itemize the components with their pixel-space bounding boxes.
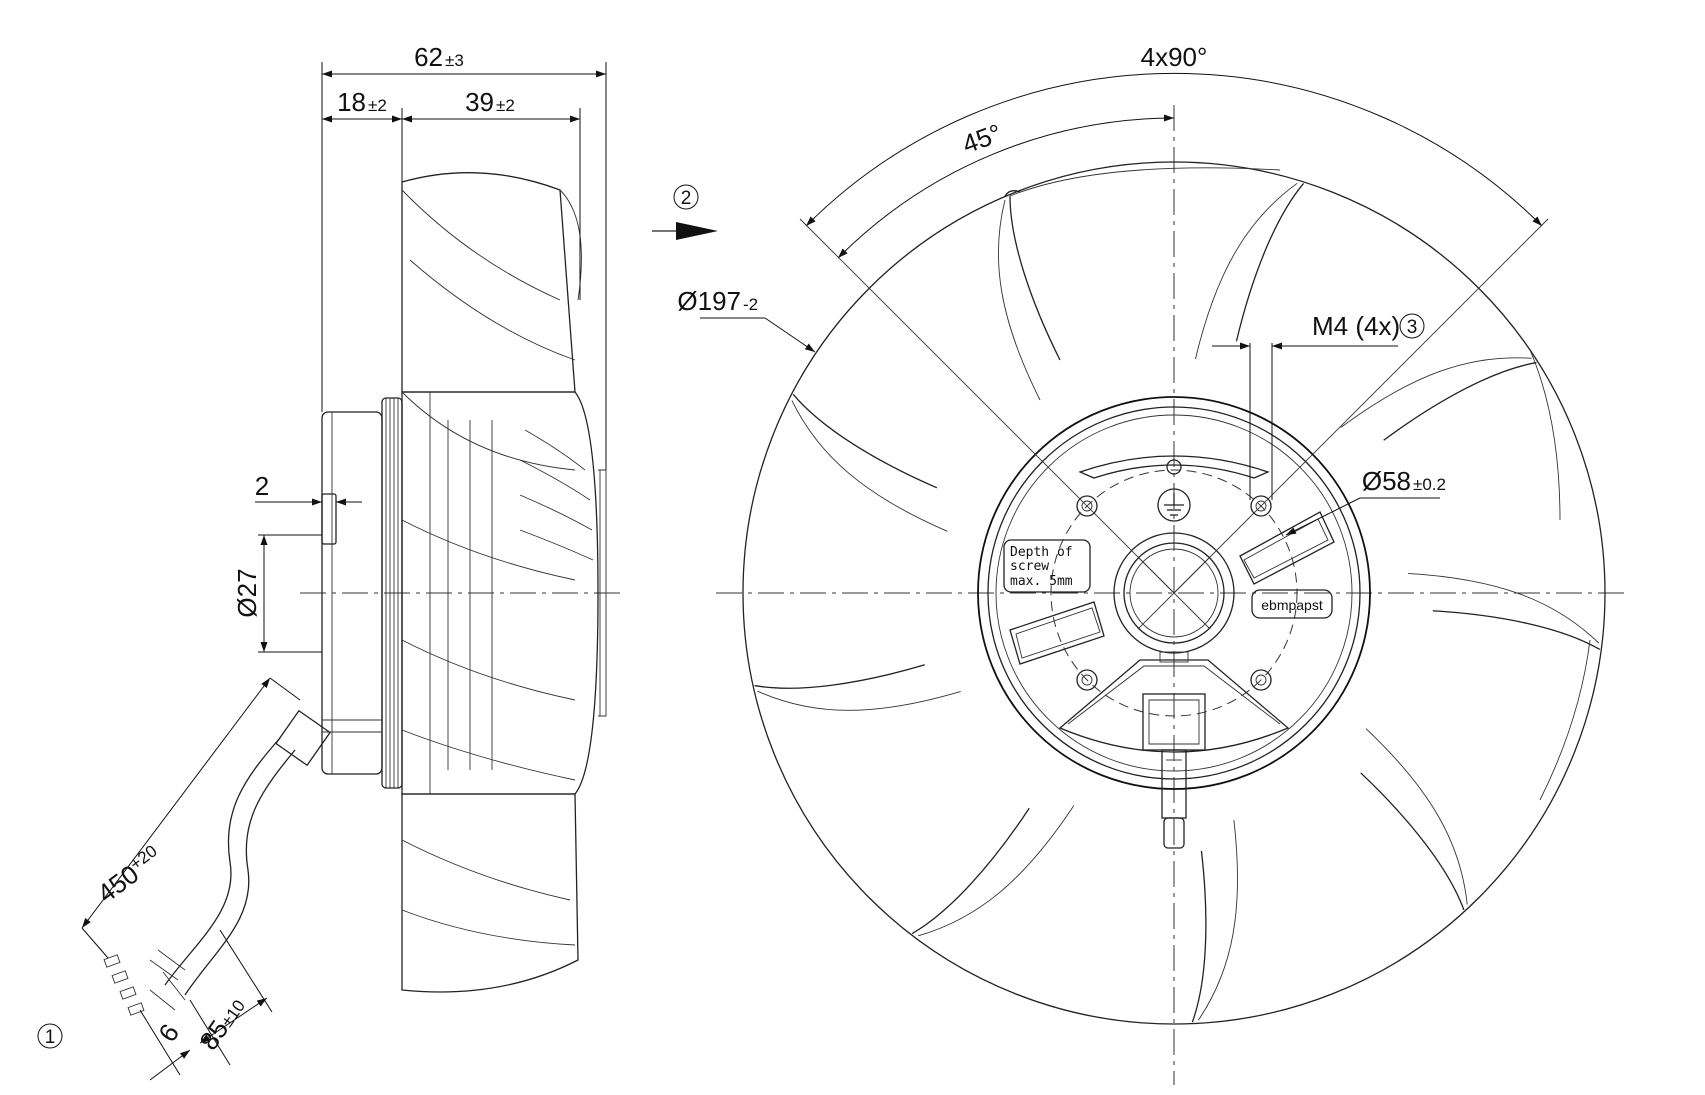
brand-logo: ebmpapst	[1251, 589, 1333, 619]
mounting-hole-bottom-left	[1076, 669, 1098, 691]
svg-text:62: 62	[414, 42, 443, 72]
dim-shaft-step: 2	[255, 471, 362, 506]
overall-width-value: 62	[414, 42, 443, 72]
hub-window-left	[1009, 601, 1105, 665]
mounting-hole-top-right	[1250, 495, 1272, 517]
thread-value: M4 (4x)	[1312, 311, 1400, 341]
strip-length-value: 6	[152, 1018, 185, 1047]
hub-bottom-recess	[1058, 659, 1290, 753]
hub-diameter-value: Ø27	[232, 568, 262, 617]
bolt-circle	[1050, 469, 1298, 717]
dim-strip-sheath: 6 85±10	[139, 929, 273, 1081]
shaft-step-value: 2	[255, 471, 269, 501]
ground-symbol-icon	[1157, 488, 1191, 522]
motor-hub-front: Depth of screw max. 5mm ebmpapst	[977, 396, 1371, 849]
angle-half-value: 45°	[958, 118, 1005, 160]
motor-hub	[321, 397, 403, 789]
blade-width-tol: ±2	[496, 96, 515, 115]
overall-width-tol: ±3	[445, 51, 464, 70]
note-line-3: max. 5mm	[1010, 574, 1073, 589]
svg-text:85±10: 85±10	[193, 991, 250, 1055]
hub-window-right	[1239, 511, 1335, 585]
cable-gland	[1142, 693, 1206, 849]
hub-width-value: 18	[337, 87, 366, 117]
brand-label: ebmpapst	[1261, 597, 1323, 613]
mounting-hole-bottom-right	[1250, 669, 1272, 691]
dim-hub-blade-width: 18 ±2 39 ±2	[322, 87, 581, 300]
fan-outline	[742, 161, 1606, 1025]
side-view: 62 ±3 18 ±2 39 ±2 2 Ø27	[37, 42, 620, 1081]
mounting-hole-top-left	[1076, 495, 1098, 517]
bolt-circle-tol: ±0.2	[1413, 475, 1446, 494]
svg-text:450+20: 450+20	[92, 841, 168, 908]
angle-total-value: 4x90°	[1141, 42, 1208, 72]
screw-depth-note: Depth of screw max. 5mm	[1003, 539, 1091, 593]
rotor-ring	[401, 391, 607, 795]
callout-2-label: 2	[681, 188, 692, 209]
front-view: Depth of screw max. 5mm ebmpapst 4x90° 4…	[677, 42, 1630, 1085]
airflow-arrow-icon	[676, 222, 718, 240]
bolt-circle-value: Ø58	[1362, 466, 1411, 496]
note-line-2: screw	[1010, 559, 1049, 574]
dim-cable-length: 450+20	[81, 677, 301, 959]
fan-blades	[754, 167, 1601, 1023]
fan-diameter-tol: -2	[743, 295, 758, 314]
note-line-1: Depth of	[1010, 545, 1073, 560]
blade-silhouettes	[401, 172, 582, 993]
blade-width-value: 39	[465, 87, 494, 117]
fan-diameter-value: Ø197	[677, 286, 741, 316]
dim-hub-diameter: Ø27	[232, 534, 322, 653]
callout-1-label: 1	[45, 1027, 56, 1048]
callout-3-label: 3	[1407, 317, 1418, 338]
dim-fan-diameter: Ø197 -2	[677, 286, 816, 353]
airflow-indicator: 2	[652, 184, 718, 240]
hub-width-tol: ±2	[368, 96, 387, 115]
callout-1: 1	[37, 1023, 63, 1049]
dim-bolt-circle: Ø58 ±0.2	[1285, 466, 1446, 536]
dim-thread: M4 (4x) 3	[1212, 311, 1425, 500]
